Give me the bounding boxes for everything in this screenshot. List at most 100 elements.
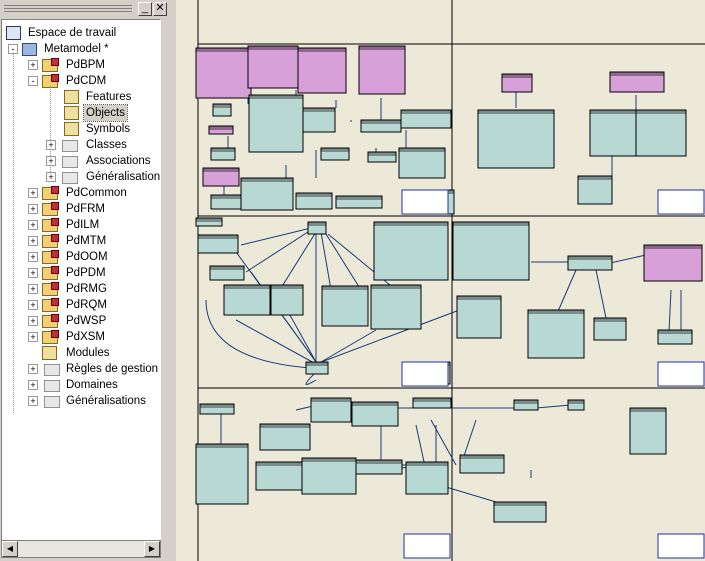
expand-toggle-icon[interactable]: + [28,188,38,198]
expand-toggle-icon[interactable]: + [28,284,38,294]
tree-item-folder[interactable]: + Domaines [28,377,158,393]
entity-header-bar [610,72,664,76]
tree-item-package[interactable]: + PdCommon [28,185,158,201]
drag-grip[interactable] [4,11,132,12]
folder-icon [62,172,78,184]
entity-header-bar [453,222,529,226]
entity-box-highlighted [202,167,240,187]
entity-header-bar [249,95,303,99]
entity-box [270,284,304,316]
entity-header-bar [401,110,451,114]
grid-icon [64,106,79,120]
tree-item-package[interactable]: + PdRMG [28,281,158,297]
tree-item-folder[interactable]: + Règles de gestion [28,361,158,377]
drag-grip[interactable] [4,5,132,6]
entity-header-bar [224,285,270,289]
tree-label: Features [86,91,132,103]
object-browser-tree[interactable]: Espace de travail - Metamodel * + PdBPM … [1,19,161,541]
horizontal-scrollbar[interactable]: ◀ ▶ [1,540,161,558]
diagram-canvas[interactable] [176,0,705,561]
tree-item-package[interactable]: + PdRQM [28,297,158,313]
entity-header-bar [644,245,702,249]
entity-header-bar [196,218,222,222]
tree-item-package[interactable]: - PdCDM [28,73,158,89]
expand-toggle-icon[interactable]: + [28,204,38,214]
tree-item-package[interactable]: + PdILM [28,217,158,233]
panel-titlebar[interactable]: _ ✕ [0,0,172,18]
scroll-right-icon[interactable]: ▶ [144,541,160,557]
drag-grip[interactable] [4,8,132,9]
collapse-toggle-icon[interactable]: - [28,76,38,86]
tree-label: PdMTM [66,235,107,247]
tree-label: PdCommon [66,187,127,199]
entity-header-bar [568,400,584,404]
entity-header-bar [658,330,692,334]
association-link [240,227,312,246]
tree-label: PdWSP [66,315,107,327]
tree-item-package[interactable]: + PdWSP [28,313,158,329]
tree-item-package[interactable]: + PdXSM [28,329,158,345]
entity-box [589,109,637,157]
entity-box [248,94,304,153]
tree-item-folder[interactable]: + Généralisations [28,393,158,409]
expand-toggle-icon[interactable]: + [46,172,56,182]
entity-header-bar [260,424,310,428]
tree-item-package[interactable]: + PdMTM [28,233,158,249]
expand-toggle-icon[interactable]: + [28,332,38,342]
tree-item-generalisations[interactable]: + Généralisations [46,169,160,185]
expand-toggle-icon[interactable]: + [28,60,38,70]
tree-item-workspace[interactable]: Espace de travail [6,25,156,41]
entity-header-bar [311,398,351,402]
expand-toggle-icon[interactable]: + [28,396,38,406]
tree-item-associations[interactable]: + Associations [46,153,158,169]
tree-item-classes[interactable]: + Classes [46,137,158,153]
expand-toggle-icon[interactable]: + [28,300,38,310]
tree-item-symbols[interactable]: Symbols [64,121,158,137]
minimize-button[interactable]: _ [138,2,152,16]
association-link [555,269,577,317]
tree-item-features[interactable]: Features [64,89,158,105]
entity-box [310,397,352,423]
entity-box [355,459,403,475]
tree-item-objects[interactable]: Objects [64,104,158,122]
entity-header-bar [248,46,298,50]
tree-item-package[interactable]: + PdFRM [28,201,158,217]
entity-header-bar [198,235,238,239]
expand-toggle-icon[interactable]: + [28,220,38,230]
entity-box [513,399,539,411]
expand-toggle-icon[interactable]: + [28,252,38,262]
entity-header-bar [361,120,401,124]
entity-box [593,317,627,341]
expand-toggle-icon[interactable]: + [46,140,56,150]
entity-box [212,103,232,117]
entity-box [477,109,555,169]
entity-box [629,407,667,455]
expand-toggle-icon[interactable]: + [28,380,38,390]
entity-box [370,284,422,330]
entity-header-bar [413,398,451,402]
entity-header-bar [213,104,231,108]
expand-toggle-icon[interactable]: + [28,268,38,278]
tree-item-modules[interactable]: Modules [42,345,158,361]
entity-header-bar [568,256,612,260]
entity-box-highlighted [358,45,406,95]
expand-toggle-icon[interactable]: + [28,364,38,374]
close-button[interactable]: ✕ [153,2,167,16]
tree-item-package[interactable]: + PdPDM [28,265,158,281]
entity-header-bar [514,400,538,404]
entity-box [305,361,329,375]
entity-box [335,195,383,209]
package-icon [42,250,59,264]
tree-item-metamodel[interactable]: - Metamodel * [8,41,158,57]
scroll-left-icon[interactable]: ◀ [2,541,18,557]
expand-toggle-icon[interactable]: + [28,236,38,246]
entity-header-bar [196,48,251,52]
class-diagram[interactable] [176,0,705,561]
modules-icon [42,346,57,360]
package-icon [42,314,59,328]
tree-item-package[interactable]: + PdBPM [28,57,158,73]
expand-toggle-icon[interactable]: + [28,316,38,326]
expand-toggle-icon[interactable]: + [46,156,56,166]
tree-item-package[interactable]: + PdOOM [28,249,158,265]
entity-box [452,221,530,281]
